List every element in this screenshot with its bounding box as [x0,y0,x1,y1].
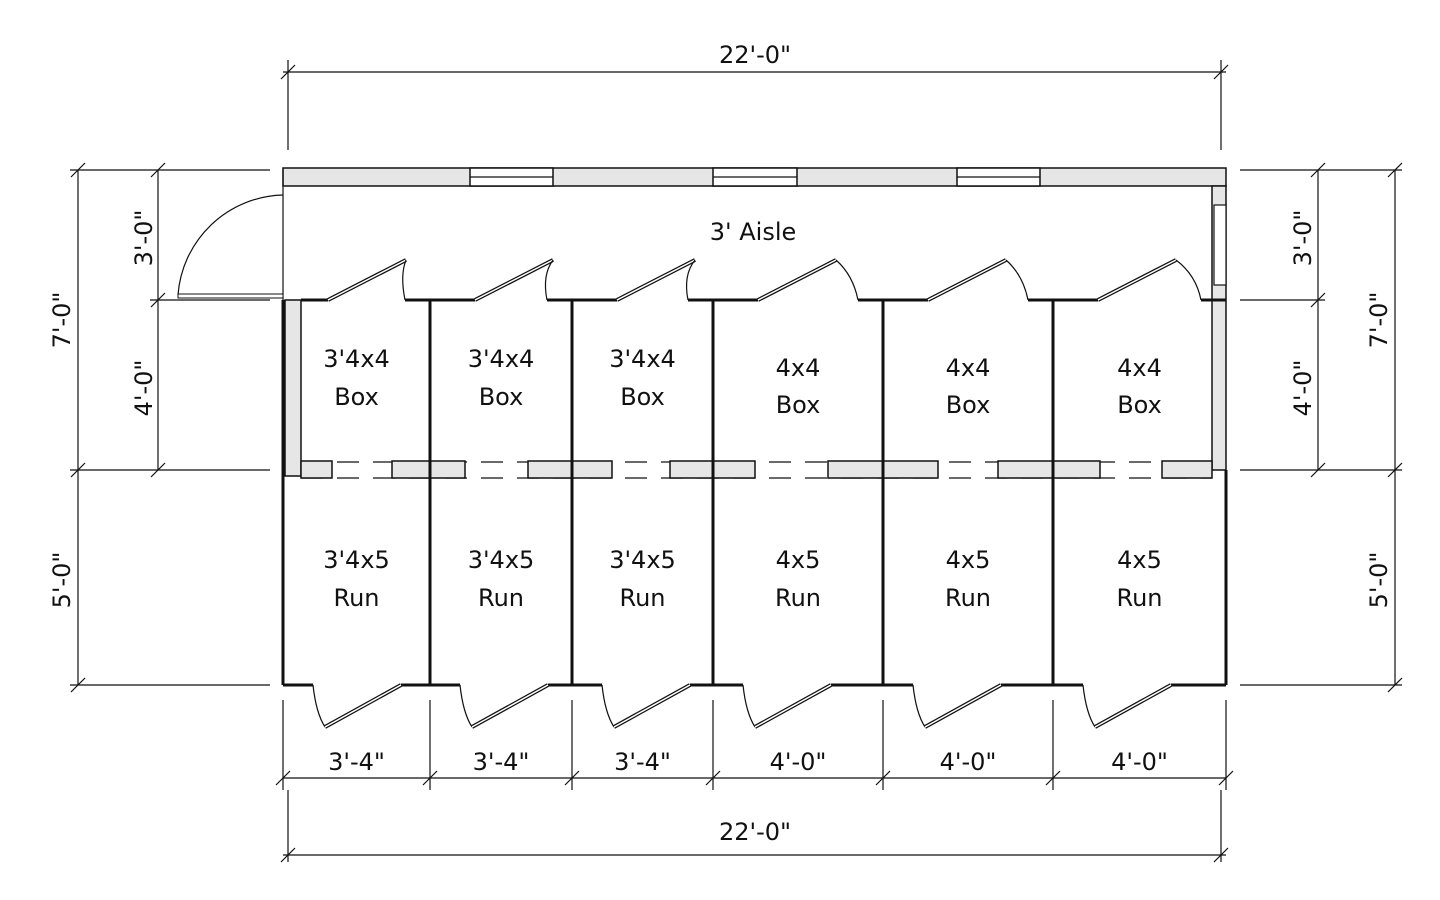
dimension-tick [1310,462,1326,478]
stall-width-dimension: 3'-4" [328,748,385,776]
box-door-swing [1175,259,1202,301]
box-type-label: Box [946,391,991,419]
left-box-dimension: 4'-0" [130,360,158,417]
run-type-label: Run [775,584,821,612]
dimension-tick [150,462,166,478]
box-type-label: Box [334,383,379,411]
run-door-leaf-inner [1094,684,1172,728]
box-type-label: Box [620,383,665,411]
left-total-dimension: 7'-0" [48,292,76,349]
box-size-label: 4x4 [1117,354,1162,382]
mid-wall-segment [527,460,613,479]
mid-wall-segment [300,460,333,479]
box-type-label: Box [776,391,821,419]
run-door-swing [601,684,615,728]
box-door-swing [402,259,407,301]
dimension-tick [150,162,166,178]
run-type-label: Run [945,584,991,612]
left-aisle-dimension: 3'-0" [130,210,158,267]
run-type-label: Run [619,584,665,612]
box-door-leaf-inner [1097,259,1177,301]
run-size-label: 3'4x5 [468,546,535,574]
run-door-swing [912,684,926,728]
stall-width-dimension: 4'-0" [1111,748,1168,776]
box-size-label: 4x4 [946,354,991,382]
box-door-swing [835,259,859,301]
box-door-swing [1005,259,1029,301]
entry-door-leaf [177,293,284,299]
box-size-label: 3'4x4 [468,345,535,373]
run-size-label: 4x5 [946,546,991,574]
box-type-label: Box [1117,391,1162,419]
stall-width-dimension: 3'-4" [614,748,671,776]
mid-wall-segment [997,460,1101,479]
box-door-leaf-inner [474,259,554,301]
box-size-label: 3'4x4 [323,345,390,373]
run-door-swing [459,684,473,728]
box-size-label: 4x4 [776,354,821,382]
run-size-label: 4x5 [1117,546,1162,574]
run-door-leaf-inner [471,684,549,728]
right-run-dimension: 5'-0" [1365,552,1393,609]
right-box-dimension: 4'-0" [1289,360,1317,417]
left-wall [284,299,302,477]
box-size-label: 3'4x4 [609,345,676,373]
run-size-label: 3'4x5 [323,546,390,574]
run-door-leaf-inner [324,684,402,728]
dimension-tick [1310,162,1326,178]
run-type-label: Run [478,584,524,612]
run-size-label: 4x5 [776,546,821,574]
box-door-swing [685,259,696,301]
top-total-dimension: 22'-0" [719,41,791,69]
box-type-label: Box [479,383,524,411]
run-door-leaf-inner [613,684,691,728]
box-door-leaf-inner [757,259,837,301]
aisle-label: 3' Aisle [710,218,797,246]
run-door-leaf-inner [924,684,1002,728]
run-door-leaf-inner [754,684,832,728]
right-aisle-dimension: 3'-0" [1289,210,1317,267]
run-type-label: Run [333,584,379,612]
bottom-total-dimension: 22'-0" [719,818,791,846]
window [1213,204,1227,286]
stall-width-dimension: 4'-0" [770,748,827,776]
stall-width-dimension: 3'-4" [473,748,530,776]
box-door-leaf-inner [616,259,696,301]
entry-door-swing [177,194,284,296]
run-door-swing [742,684,756,728]
left-run-dimension: 5'-0" [48,552,76,609]
box-door-leaf-inner [327,259,407,301]
mid-wall-segment [1161,460,1213,479]
run-size-label: 3'4x5 [609,546,676,574]
stall-width-dimension: 4'-0" [940,748,997,776]
run-door-swing [312,684,326,728]
box-door-leaf-inner [927,259,1007,301]
box-door-swing [544,259,554,301]
right-total-dimension: 7'-0" [1365,292,1393,349]
run-door-swing [1082,684,1096,728]
run-type-label: Run [1116,584,1162,612]
